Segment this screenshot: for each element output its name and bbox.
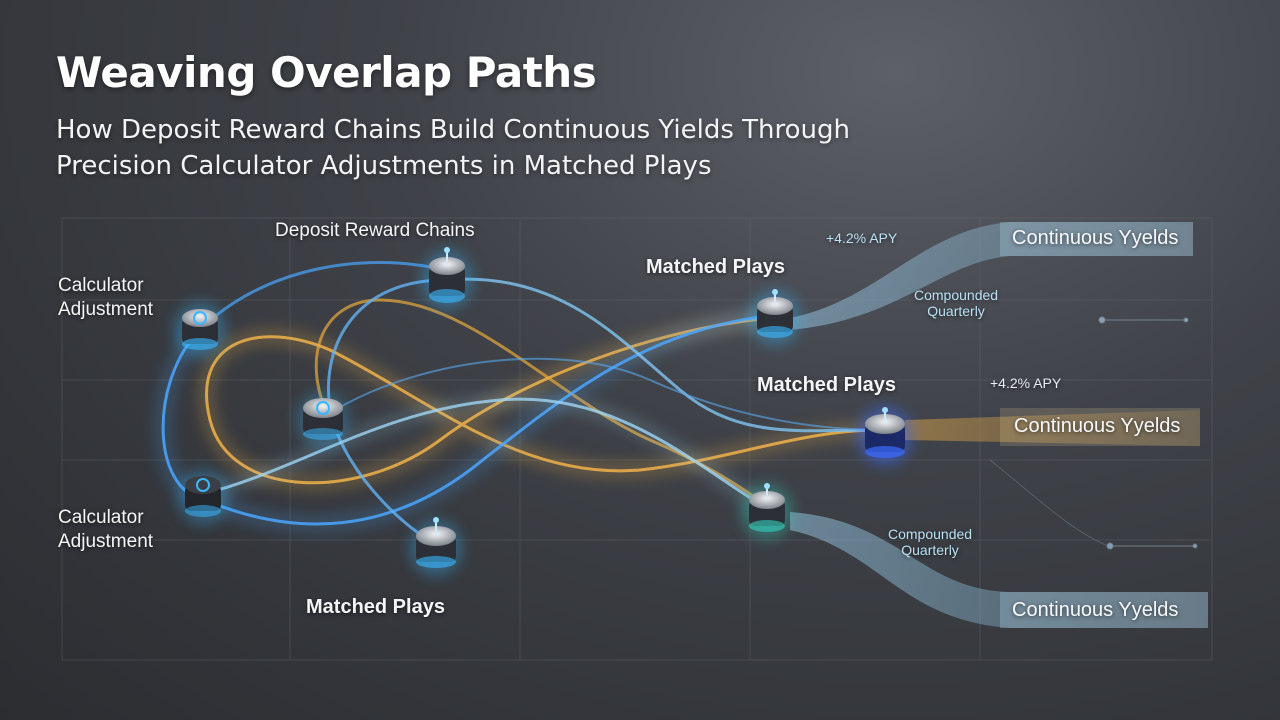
label-calculator-adjustment-top: Calculator Adjustment <box>58 274 153 322</box>
node-matched-plays-top[interactable] <box>749 289 801 346</box>
output-label-bottom: Continuous Yyelds <box>1012 599 1179 621</box>
node-matched-plays-bottom-left[interactable] <box>410 517 462 576</box>
output-ribbon-bottom <box>790 512 1208 628</box>
label-compounded-bottom-line1: Compounded <box>888 526 973 542</box>
output-ribbon-top <box>790 222 1193 330</box>
blue-stream-cross <box>334 357 886 431</box>
label-compounded-bottom-line2: Quarterly <box>901 542 959 558</box>
output-ribbon-middle <box>905 410 1200 446</box>
label-compounded-top: Compounded Quarterly <box>914 287 998 319</box>
label-calculator-adjustment-top-line2: Adjustment <box>58 299 154 320</box>
node-calculator-adjustment-bottom[interactable] <box>177 469 229 525</box>
output-label-top: Continuous Yyelds <box>1012 227 1179 249</box>
node-center[interactable] <box>297 392 349 448</box>
output-box-bottom <box>1000 592 1208 628</box>
label-calculator-adjustment-bottom-line1: Calculator <box>58 507 144 528</box>
blue-stream-top <box>198 261 447 332</box>
connector-markers <box>989 316 1198 550</box>
label-compounded-top-line2: Quarterly <box>927 303 985 319</box>
label-matched-plays-middle: Matched Plays <box>757 374 896 396</box>
subtitle-line-1: How Deposit Reward Chains Build Continuo… <box>56 115 851 145</box>
label-matched-plays-top: Matched Plays <box>646 256 785 278</box>
node-matched-plays-lower[interactable] <box>741 483 793 540</box>
grid-frame <box>61 217 1213 661</box>
node-deposit-reward-chains[interactable] <box>421 247 473 310</box>
page-subtitle: How Deposit Reward Chains Build Continuo… <box>56 112 956 184</box>
output-ribbons <box>790 222 1208 628</box>
blue-stream-lower-line <box>198 397 772 512</box>
label-apy-middle: +4.2% APY <box>990 375 1062 391</box>
page-title: Weaving Overlap Paths <box>56 48 597 97</box>
label-deposit-reward-chains: Deposit Reward Chains <box>275 220 475 241</box>
label-apy-top: +4.2% APY <box>826 230 898 246</box>
output-box-top <box>1000 222 1193 256</box>
label-calculator-adjustment-bottom-line2: Adjustment <box>58 531 154 552</box>
label-calculator-adjustment-top-line1: Calculator <box>58 275 144 296</box>
node-calculator-adjustment-top[interactable] <box>174 302 226 358</box>
blue-stream-figure8 <box>443 277 882 433</box>
label-compounded-bottom: Compounded Quarterly <box>888 526 972 558</box>
woven-streams <box>154 261 889 547</box>
label-compounded-top-line1: Compounded <box>914 287 999 303</box>
output-box-middle <box>1000 408 1200 446</box>
output-label-middle: Continuous Yyelds <box>1014 415 1181 437</box>
label-matched-plays-bottom: Matched Plays <box>306 596 445 618</box>
node-matched-plays-middle[interactable] <box>857 406 913 466</box>
label-calculator-adjustment-bottom: Calculator Adjustment <box>58 506 153 554</box>
blue-stream-outer-line <box>161 313 777 526</box>
subtitle-line-2: Precision Calculator Adjustments in Matc… <box>56 151 712 181</box>
